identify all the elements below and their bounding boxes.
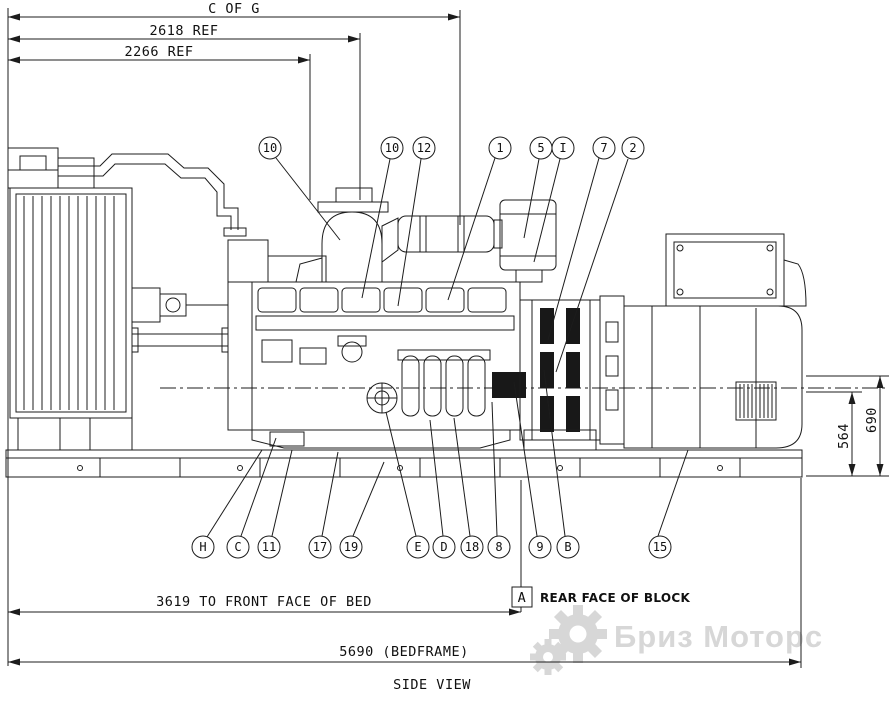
svg-text:2: 2 [629, 141, 636, 155]
flywheel-housing [519, 299, 601, 451]
svg-text:9: 9 [536, 540, 543, 554]
watermark-gear-icon [530, 605, 607, 675]
callout-top-12: 12 [397, 136, 436, 307]
watermark: Бриз Моторс [530, 605, 823, 675]
callout-top-10b: 10 [361, 136, 404, 299]
callouts-top: 10 10 12 1 5 I 7 [258, 136, 645, 373]
oil-filter [467, 355, 486, 417]
callout-bottom-17: 17 [308, 451, 339, 559]
callouts-bottom: H C 11 17 19 E D [191, 369, 689, 559]
dim-5690-label: 5690 (BEDFRAME) [339, 644, 468, 660]
alternator-body [623, 305, 803, 449]
watermark-text: Бриз Моторс [614, 619, 823, 654]
rear-face-note: A REAR FACE OF BLOCK [511, 586, 690, 608]
callout-top-2: 2 [555, 136, 645, 373]
exhaust-manifold [255, 315, 515, 331]
svg-text:D: D [440, 540, 447, 554]
callout-bottom-18: 18 [453, 417, 484, 559]
svg-text:1: 1 [496, 141, 503, 155]
svg-text:17: 17 [313, 540, 327, 554]
dimension-2266: 2266 REF [8, 44, 311, 200]
view-title: SIDE VIEW [393, 677, 471, 693]
dimension-cog: C OF G [8, 1, 461, 225]
oil-filter [423, 355, 442, 417]
callout-bottom-9: 9 [513, 381, 552, 559]
engine [227, 187, 557, 449]
svg-text:10: 10 [263, 141, 277, 155]
radiator [7, 147, 228, 451]
svg-text:8: 8 [495, 540, 502, 554]
callout-bottom-D: D [429, 419, 456, 559]
dim-cog-label: C OF G [208, 1, 260, 17]
louver-grille [735, 381, 777, 421]
callout-top-10a: 10 [258, 136, 341, 241]
callout-top-7: 7 [547, 136, 616, 341]
dim-3619-label: 3619 TO FRONT FACE OF BED [156, 594, 372, 610]
dim-2618-label: 2618 REF [149, 23, 218, 39]
thermostat-housing [227, 239, 269, 283]
coolant-piping [58, 153, 247, 353]
dim-2266-label: 2266 REF [124, 44, 193, 60]
rear-face-tag: A [518, 590, 527, 606]
callout-top-5: 5 [523, 136, 553, 239]
oil-filter [401, 355, 420, 417]
dimension-2618: 2618 REF [8, 23, 361, 200]
rear-face-text: REAR FACE OF BLOCK [540, 591, 690, 605]
svg-text:7: 7 [600, 141, 607, 155]
svg-text:10: 10 [385, 141, 399, 155]
svg-text:19: 19 [344, 540, 358, 554]
bedframe [5, 449, 803, 478]
svg-text:B: B [564, 540, 571, 554]
svg-text:5: 5 [537, 141, 544, 155]
callout-top-I: I [533, 136, 575, 263]
oil-filter [445, 355, 464, 417]
air-cleaner [397, 215, 495, 253]
svg-text:I: I [559, 141, 566, 155]
oil-pan [251, 429, 511, 449]
callout-bottom-19: 19 [339, 461, 385, 559]
svg-text:H: H [199, 540, 206, 554]
callout-bottom-E: E [385, 411, 430, 559]
dim-564-label: 564 [836, 423, 852, 449]
dimension-3619: 3619 TO FRONT FACE OF BED [8, 480, 522, 616]
callout-bottom-8: 8 [487, 401, 511, 559]
svg-text:18: 18 [465, 540, 479, 554]
dimension-690-564: 564 690 [806, 375, 889, 477]
svg-text:12: 12 [417, 141, 431, 155]
starter-motor [492, 372, 526, 398]
callout-top-1: 1 [447, 136, 512, 301]
svg-text:E: E [414, 540, 421, 554]
callout-bottom-11: 11 [257, 449, 293, 559]
callout-bottom-H: H [191, 449, 263, 559]
exhaust-elbow [321, 211, 383, 282]
svg-text:C: C [234, 540, 241, 554]
adapter-ring [599, 295, 625, 445]
fan-drive [131, 287, 161, 323]
terminal-box [665, 233, 785, 307]
dimension-5690: 5690 (BEDFRAME) [8, 478, 802, 668]
air-filter-housing [499, 199, 557, 271]
svg-text:15: 15 [653, 540, 667, 554]
dim-690-label: 690 [864, 407, 880, 433]
exhaust-outlet-flange [335, 187, 373, 203]
svg-text:11: 11 [262, 540, 276, 554]
alternator [599, 233, 807, 449]
fuel-pump [341, 341, 363, 363]
callout-bottom-C: C [226, 437, 277, 559]
callout-bottom-15: 15 [648, 449, 689, 559]
callout-bottom-B: B [543, 369, 580, 559]
